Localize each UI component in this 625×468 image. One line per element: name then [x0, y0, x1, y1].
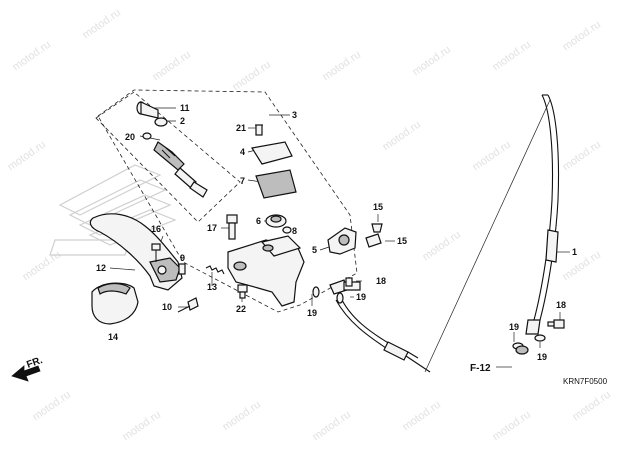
sealing-washer	[312, 286, 320, 298]
callout-12: 12	[96, 263, 106, 273]
callout-22: 22	[236, 304, 246, 314]
diaphragm-plate	[255, 169, 297, 199]
brake-hose	[329, 94, 560, 373]
master-cylinder-assembly-outline	[97, 89, 358, 313]
section-reference: F-12	[470, 363, 491, 374]
spring	[205, 265, 225, 275]
callout-19d: 19	[537, 352, 547, 362]
banjo-bolt-top	[345, 277, 358, 287]
washer	[142, 132, 152, 140]
master-cylinder-body	[227, 235, 305, 307]
cap-screw	[255, 124, 263, 136]
callout-13: 13	[207, 282, 217, 292]
adjuster-pin	[178, 263, 186, 275]
callout-8: 8	[292, 226, 297, 236]
callout-19a: 19	[356, 292, 366, 302]
lever-pivot-nut	[151, 243, 161, 262]
callout-2: 2	[180, 116, 185, 126]
callout-11: 11	[180, 103, 190, 113]
banjo-bolt-bottom	[547, 319, 565, 329]
callout-16: 16	[151, 224, 161, 234]
piston-boot	[136, 101, 159, 119]
callout-18a: 18	[376, 276, 386, 286]
sealing-washer	[515, 345, 529, 355]
bolt-22	[237, 284, 248, 299]
callout-10: 10	[162, 302, 172, 312]
piston-kit-outline	[95, 91, 241, 223]
callout-15a: 15	[373, 202, 383, 212]
callout-3: 3	[292, 110, 297, 120]
callout-9: 9	[180, 253, 185, 263]
callout-19b: 19	[307, 308, 317, 318]
holder-bolt	[365, 223, 383, 248]
callout-5: 5	[312, 245, 317, 255]
brake-lever	[89, 213, 183, 291]
callout-21: 21	[236, 123, 246, 133]
callout-4: 4	[240, 147, 245, 157]
screw	[177, 297, 199, 313]
callout-15b: 15	[397, 236, 407, 246]
callout-7: 7	[240, 176, 245, 186]
callout-20: 20	[125, 132, 135, 142]
arrow-left-fr-icon	[11, 365, 41, 382]
callout-17: 17	[207, 223, 217, 233]
o-ring	[282, 226, 292, 234]
callout-14: 14	[108, 332, 118, 342]
callout-19c: 19	[509, 322, 519, 332]
master-cylinder-holder	[327, 227, 357, 255]
diaphragm	[265, 214, 287, 228]
lever-cover	[91, 282, 139, 325]
callout-18b: 18	[556, 300, 566, 310]
sealing-washer	[336, 292, 344, 304]
callout-1: 1	[572, 247, 577, 257]
front-label: FR.	[25, 355, 44, 371]
circlip	[154, 117, 168, 127]
diagram-code: KRN7F0500	[563, 377, 608, 386]
callout-6: 6	[256, 216, 261, 226]
sealing-washer	[534, 334, 546, 342]
lever-pivot-bolt	[226, 214, 238, 240]
piston	[153, 141, 208, 198]
reservoir-cap	[251, 141, 293, 165]
